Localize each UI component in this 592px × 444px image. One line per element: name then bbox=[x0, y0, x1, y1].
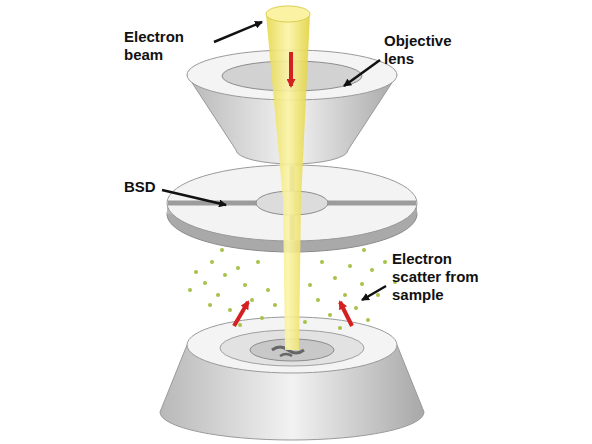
electron-beam bbox=[266, 6, 310, 350]
beam-label: Electron beam bbox=[124, 28, 210, 64]
detector-label: BSD bbox=[124, 178, 164, 196]
lens-label: Objective lens bbox=[384, 32, 474, 68]
leader-arrows bbox=[162, 22, 386, 300]
scatter-label: Electron scatter from sample bbox=[392, 250, 492, 304]
direction-arrows bbox=[234, 52, 352, 326]
